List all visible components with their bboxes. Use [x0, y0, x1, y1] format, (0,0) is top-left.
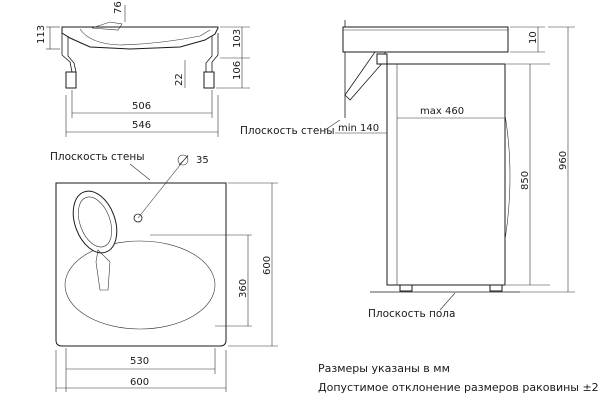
bowl-ellipse	[64, 240, 216, 330]
dim-113: 113	[36, 25, 47, 44]
washing-machine	[386, 63, 506, 286]
dim-plan-width-600: 600	[130, 377, 149, 388]
wall-plane-label-top: Плоскость стены	[50, 151, 145, 163]
diameter-symbol	[177, 154, 189, 166]
dim-10: 10	[528, 31, 539, 44]
dim-546: 546	[132, 120, 151, 131]
dim-min-140: min 140	[338, 123, 379, 134]
side-view: max 460 min 140 Плоскость стены 10 850 9…	[240, 20, 575, 320]
tolerance-note: Допустимое отклонение размеров раковины …	[318, 381, 600, 394]
right-bracket-inner	[211, 33, 219, 72]
dim-35: 35	[196, 155, 209, 166]
left-bracket-inner	[67, 36, 77, 73]
plan-view: Плоскость стены 35 600 360 530	[50, 151, 278, 392]
units-note: Размеры указаны в мм	[318, 362, 450, 375]
dim-plan-600: 600	[262, 256, 273, 275]
dim-76: 76	[113, 1, 124, 14]
faucet-platform	[72, 190, 118, 254]
dim-103: 103	[232, 29, 243, 48]
faucet-outline	[91, 21, 123, 31]
dim-max-460: max 460	[420, 106, 464, 117]
wall-plane-label-side: Плоскость стены	[240, 125, 335, 137]
dim-960: 960	[558, 151, 569, 170]
dim-360: 360	[238, 279, 249, 298]
floor-plane-label: Плоскость пола	[368, 308, 455, 320]
tap-hole	[133, 213, 143, 223]
dim-850: 850	[520, 171, 531, 190]
dim-22: 22	[174, 73, 185, 86]
machine-foot-left	[399, 284, 413, 292]
machine-door-curve	[504, 114, 511, 241]
left-leg-foot	[65, 71, 77, 89]
sink-slab	[342, 26, 509, 53]
right-leg-foot	[203, 71, 215, 89]
dim-506: 506	[132, 101, 151, 112]
basin-front-body	[61, 26, 219, 50]
dim-106: 106	[232, 61, 243, 80]
faucet-spout	[95, 249, 111, 291]
front-view: 113 76 103 106 22 506 546	[36, 1, 250, 137]
basin-inner-curve	[79, 28, 211, 46]
bracket-bolt	[376, 53, 388, 65]
right-bracket	[205, 36, 213, 72]
machine-foot-right	[489, 284, 503, 292]
left-bracket	[61, 33, 73, 73]
dim-530: 530	[130, 356, 149, 367]
